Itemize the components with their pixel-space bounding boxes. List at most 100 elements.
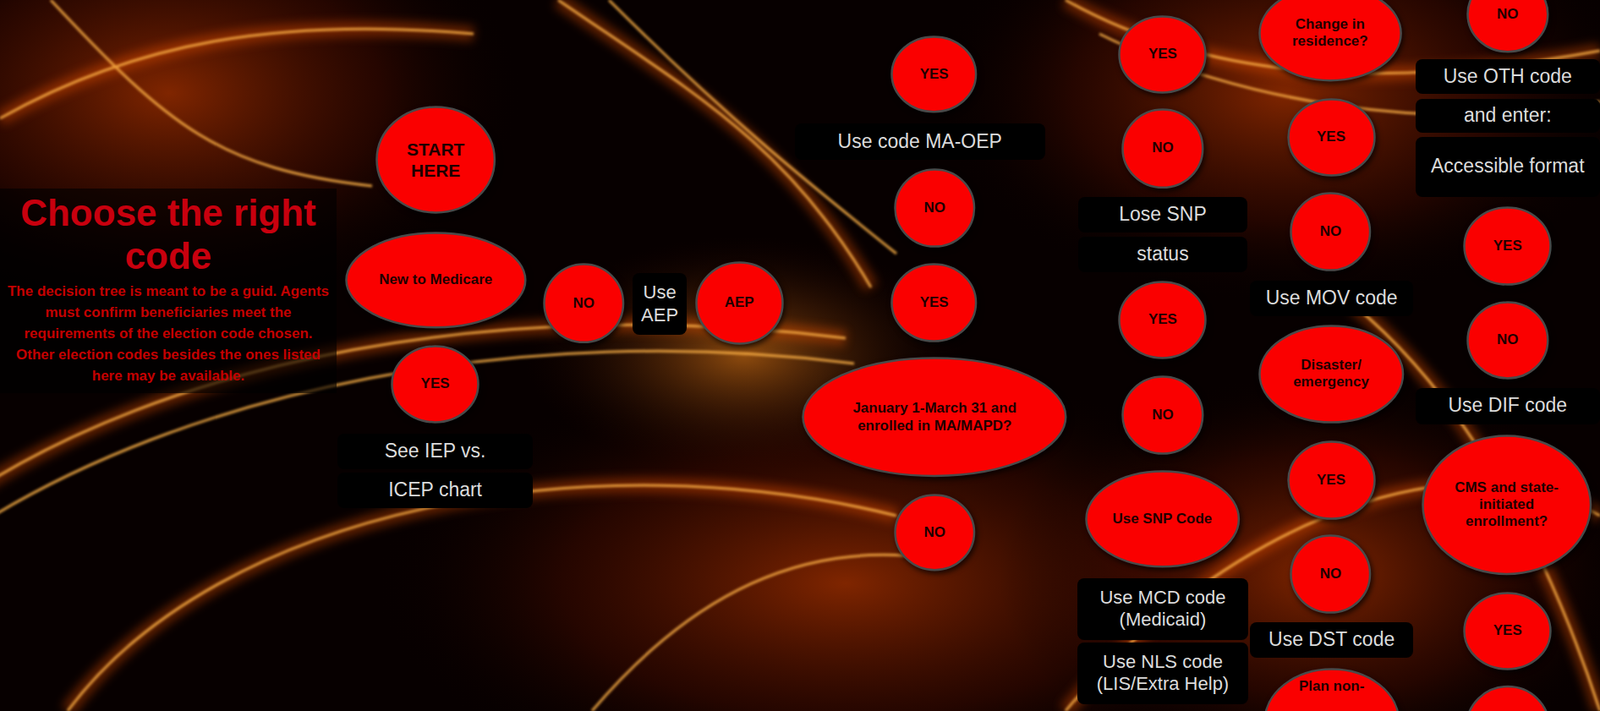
decision-ellipse: NO [1121,108,1205,189]
node-text: YES [1316,128,1346,146]
text-box: Use AEP [632,273,687,335]
text-box: Use MCD code (Medicaid) [1077,578,1248,640]
decision-ellipse: START HERE [375,105,496,214]
node-text: YES [421,375,450,393]
node-text: START HERE [392,138,480,181]
ellipse-fill [1464,207,1551,285]
text-wrap: Change in residence? [1278,16,1382,51]
diagram-title: Choose the right code [3,191,334,278]
node-text: YES [1148,311,1178,329]
decision-ellipse: Use SNP Code [1084,470,1240,569]
text-box: Lose SNP [1078,197,1247,233]
text-wrap: New to Medicare [378,271,493,289]
text-box: Use DST code [1249,622,1414,658]
ellipse-fill [695,262,783,344]
ellipse-fill [1264,669,1399,711]
text-wrap: NO [1496,5,1519,23]
node-text: NO [1496,5,1519,23]
text-wrap: NO [924,524,947,542]
decision-ellipse: YES [1463,206,1552,286]
text-wrap: NO [1320,223,1343,241]
ellipse-fill [377,107,495,214]
text-wrap: Use NLS code (LIS/Extra Help) [1083,651,1242,696]
node-text: New to Medicare [378,271,493,289]
ellipse-outline [375,105,496,214]
title-panel: Choose the right code The decision tree … [0,188,337,394]
ellipse-fill [1259,325,1403,422]
ellipse-fill [895,495,976,571]
node-text: Use MOV code [1265,286,1398,311]
cut-off-circle [1466,686,1550,711]
node-text: AEP [724,294,755,312]
node-text: YES [1493,622,1523,640]
text-wrap: NO [924,199,947,217]
ellipse-fill [1422,436,1591,576]
node-text: NO [924,524,947,542]
text-wrap: YES [421,375,450,393]
decision-ellipse: YES [1117,15,1207,94]
decision-ellipse: YES [1117,280,1207,360]
text-wrap: See IEP vs. [384,439,487,464]
text-wrap: NO [1496,331,1519,349]
text-wrap: Use MOV code [1265,286,1398,311]
node-text: NO [572,295,595,313]
node-text: NO [924,199,947,217]
node-text: Use MCD code (Medicaid) [1083,586,1242,632]
ellipse-fill [345,232,526,328]
ellipse-fill [1464,592,1551,669]
node-text: NO [1151,406,1174,424]
ellipse-fill [1123,377,1204,455]
decision-ellipse: AEP [695,261,784,346]
note-text: The decision tree is meant to be a guid.… [3,280,334,387]
text-wrap: START HERE [392,138,480,181]
text-wrap: YES [1148,311,1178,329]
decision-ellipse: Plan non- [1263,668,1401,711]
node-text: Use DST code [1268,628,1395,653]
text-wrap: YES [1148,45,1178,63]
ellipse-fill [803,358,1067,477]
node-text: January 1-March 31 and enrolled in MA/MA… [838,400,1031,435]
node-text: NO [1320,565,1343,583]
text-wrap: Disaster/ emergency [1278,356,1384,392]
ellipse-fill [1287,98,1375,176]
text-wrap: Lose SNP [1118,202,1207,227]
node-text: CMS and state-initiated enrollment? [1445,479,1568,532]
decision-ellipse: YES [890,263,978,343]
node-text: Use AEP [638,281,681,327]
text-box: Use OTH code [1415,59,1600,94]
node-text: YES [1148,45,1178,63]
node-text: Use SNP Code [1112,510,1212,528]
node-text: Use DIF code [1447,394,1568,418]
text-wrap: Use DIF code [1447,394,1568,418]
text-box: Accessible format [1415,136,1600,198]
text-wrap: Use code MA-OEP [838,130,1003,154]
text-wrap: and enter: [1463,104,1552,128]
node-text: Plan non- [1298,678,1365,696]
ellipse-fill [892,37,977,113]
ellipse-fill [1085,471,1239,568]
text-wrap: Use OTH code [1443,65,1573,89]
node-text: Use NLS code (LIS/Extra Help) [1083,651,1242,696]
text-wrap: NO [1151,139,1174,157]
text-box: status [1078,236,1247,273]
text-wrap: Use SNP Code [1112,510,1212,528]
decision-ellipse: NO [893,493,976,572]
text-wrap: YES [1493,622,1523,640]
node-text: Disaster/ emergency [1278,356,1384,392]
text-wrap: Use MCD code (Medicaid) [1083,586,1242,632]
ellipse-fill [392,345,479,422]
ellipse-fill [1123,109,1204,187]
decision-ellipse: NO [1289,191,1372,272]
node-text: See IEP vs. [384,439,487,464]
decision-ellipse: YES [1287,98,1376,177]
text-box: Use DIF code [1415,388,1600,425]
decision-ellipse: Disaster/ emergency [1258,324,1405,424]
text-box: ICEP chart [337,472,532,509]
node-text: Lose SNP [1118,202,1207,227]
ellipse-fill [1119,281,1206,358]
text-wrap: YES [920,294,949,312]
node-text: YES [920,294,949,312]
decision-ellipse: New to Medicare [345,231,527,329]
